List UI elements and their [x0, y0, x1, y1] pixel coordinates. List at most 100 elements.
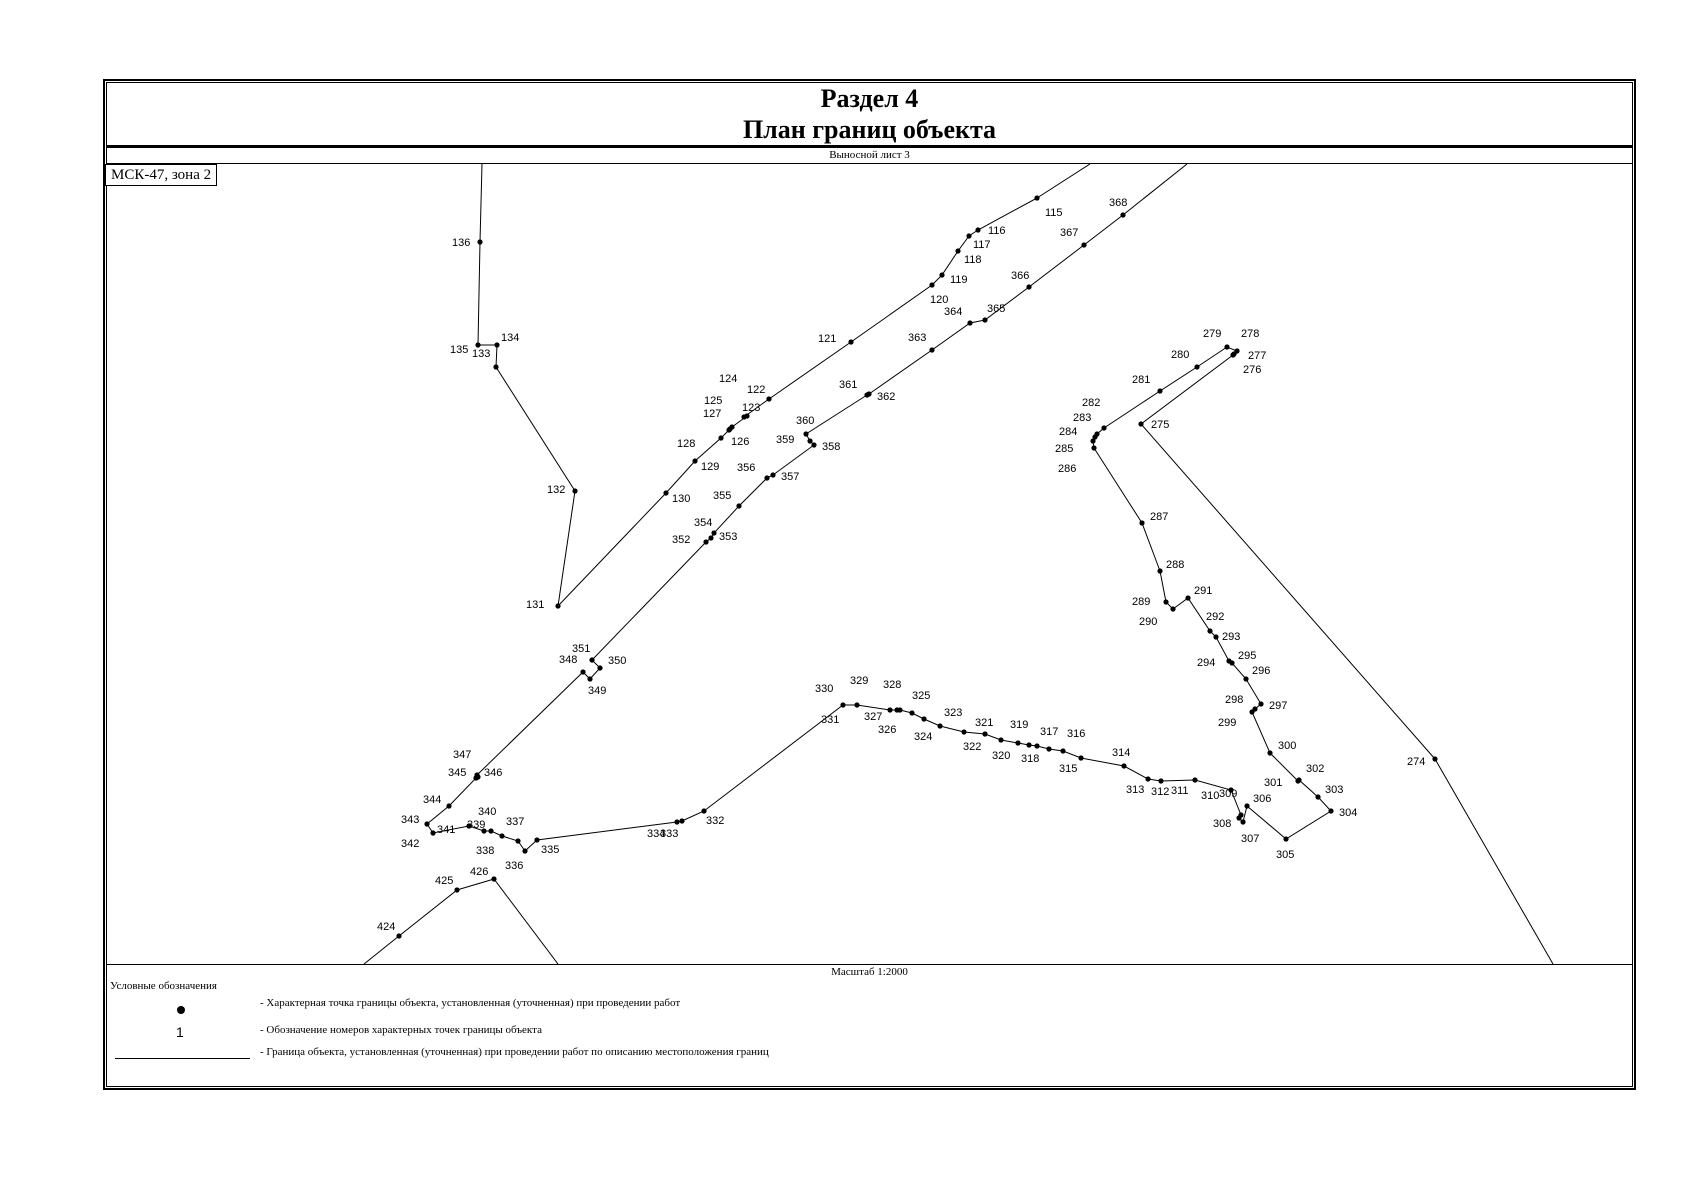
boundary-point-285 — [1090, 438, 1096, 444]
point-label-345: 345 — [448, 767, 466, 779]
boundary-point-135 — [475, 342, 481, 348]
boundary-point-116 — [975, 227, 981, 233]
legend-line-text: - Граница объекта, установленная (уточне… — [260, 1046, 769, 1058]
point-label-317: 317 — [1040, 726, 1058, 738]
point-label-368: 368 — [1109, 197, 1127, 209]
map-bottom-border — [106, 964, 1633, 965]
boundary-point-335 — [534, 837, 540, 843]
boundary-point-291 — [1185, 595, 1191, 601]
boundary-point-356 — [764, 475, 770, 481]
boundary-segment-offsheet — [493, 878, 559, 964]
point-label-329: 329 — [850, 675, 868, 687]
plan-title: План границ объекта — [742, 115, 997, 144]
boundary-point-121 — [848, 339, 854, 345]
boundary-point-426 — [491, 876, 497, 882]
boundary-point-352 — [703, 539, 709, 545]
point-label-320: 320 — [992, 750, 1010, 762]
boundary-point-293 — [1213, 634, 1219, 640]
point-label-318: 318 — [1021, 753, 1039, 765]
boundary-point-295 — [1229, 660, 1235, 666]
point-label-280: 280 — [1171, 349, 1189, 361]
point-label-125: 125 — [704, 395, 722, 407]
boundary-point-353 — [708, 535, 714, 541]
point-label-278: 278 — [1241, 328, 1259, 340]
boundary-point-344 — [446, 803, 452, 809]
point-label-310: 310 — [1201, 790, 1219, 802]
boundary-point-274 — [1432, 756, 1438, 762]
boundary-point-358 — [811, 442, 817, 448]
boundary-point-336 — [522, 848, 528, 854]
point-label-292: 292 — [1206, 611, 1224, 623]
point-label-117: 117 — [973, 239, 991, 251]
point-label-298: 298 — [1225, 694, 1243, 706]
boundary-line-2 — [426, 214, 1436, 852]
point-label-282: 282 — [1082, 397, 1100, 409]
boundary-point-368 — [1120, 212, 1126, 218]
point-label-129: 129 — [701, 461, 719, 473]
boundary-point-367 — [1081, 242, 1087, 248]
point-label-122: 122 — [747, 384, 765, 396]
boundary-point-343 — [424, 821, 430, 827]
point-label-132: 132 — [547, 484, 565, 496]
point-label-319: 319 — [1010, 719, 1028, 731]
point-label-274: 274 — [1407, 756, 1425, 768]
point-label-316: 316 — [1067, 728, 1085, 740]
boundary-point-331 — [840, 702, 846, 708]
boundary-point-425 — [454, 887, 460, 893]
boundary-point-133 — [493, 364, 499, 370]
point-label-325: 325 — [912, 690, 930, 702]
boundary-point-299 — [1249, 709, 1255, 715]
boundary-point-297 — [1258, 701, 1264, 707]
boundary-point-302 — [1296, 777, 1302, 783]
boundary-point-316 — [1060, 748, 1066, 754]
boundary-point-128 — [718, 435, 724, 441]
point-label-296: 296 — [1252, 665, 1270, 677]
boundary-point-340 — [481, 828, 487, 834]
point-label-333: 333 — [660, 828, 678, 840]
point-label-124: 124 — [719, 373, 737, 385]
point-label-275: 275 — [1151, 419, 1169, 431]
boundary-point-278 — [1234, 348, 1240, 354]
scale-label: Масштаб 1:2000 — [831, 966, 908, 978]
boundary-point-134 — [494, 342, 500, 348]
boundary-point-362 — [866, 391, 872, 397]
sheet-label: Выносной лист 3 — [106, 148, 1633, 164]
point-label-362: 362 — [877, 391, 895, 403]
point-label-314: 314 — [1112, 747, 1130, 759]
boundary-point-130 — [663, 490, 669, 496]
boundary-point-289 — [1163, 599, 1169, 605]
boundary-point-354 — [711, 530, 717, 536]
point-label-322: 322 — [963, 741, 981, 753]
boundary-point-424 — [396, 933, 402, 939]
point-label-367: 367 — [1060, 227, 1078, 239]
point-label-332: 332 — [706, 815, 724, 827]
point-label-343: 343 — [401, 814, 419, 826]
boundary-point-332 — [701, 808, 707, 814]
point-label-277: 277 — [1248, 350, 1266, 362]
point-label-321: 321 — [975, 717, 993, 729]
point-label-355: 355 — [713, 490, 731, 502]
point-label-287: 287 — [1150, 511, 1168, 523]
boundary-point-323 — [961, 729, 967, 735]
legend-point-text: - Характерная точка границы объекта, уст… — [260, 997, 681, 1009]
point-label-284: 284 — [1059, 426, 1077, 438]
point-label-291: 291 — [1194, 585, 1212, 597]
legend-title: Условные обозначения — [110, 980, 217, 992]
point-label-366: 366 — [1011, 270, 1029, 282]
point-label-339: 339 — [467, 819, 485, 831]
point-label-349: 349 — [588, 685, 606, 697]
boundary-point-279 — [1224, 344, 1230, 350]
boundary-point-292 — [1207, 628, 1213, 634]
boundary-point-322 — [982, 731, 988, 737]
point-label-348: 348 — [559, 654, 577, 666]
boundary-point-365 — [982, 317, 988, 323]
boundary-point-275 — [1138, 421, 1144, 427]
boundary-point-326 — [909, 710, 915, 716]
point-label-306: 306 — [1253, 793, 1271, 805]
point-label-328: 328 — [883, 679, 901, 691]
boundary-point-136 — [477, 239, 483, 245]
point-label-340: 340 — [478, 806, 496, 818]
boundary-point-280 — [1194, 364, 1200, 370]
boundary-point-324 — [937, 723, 943, 729]
